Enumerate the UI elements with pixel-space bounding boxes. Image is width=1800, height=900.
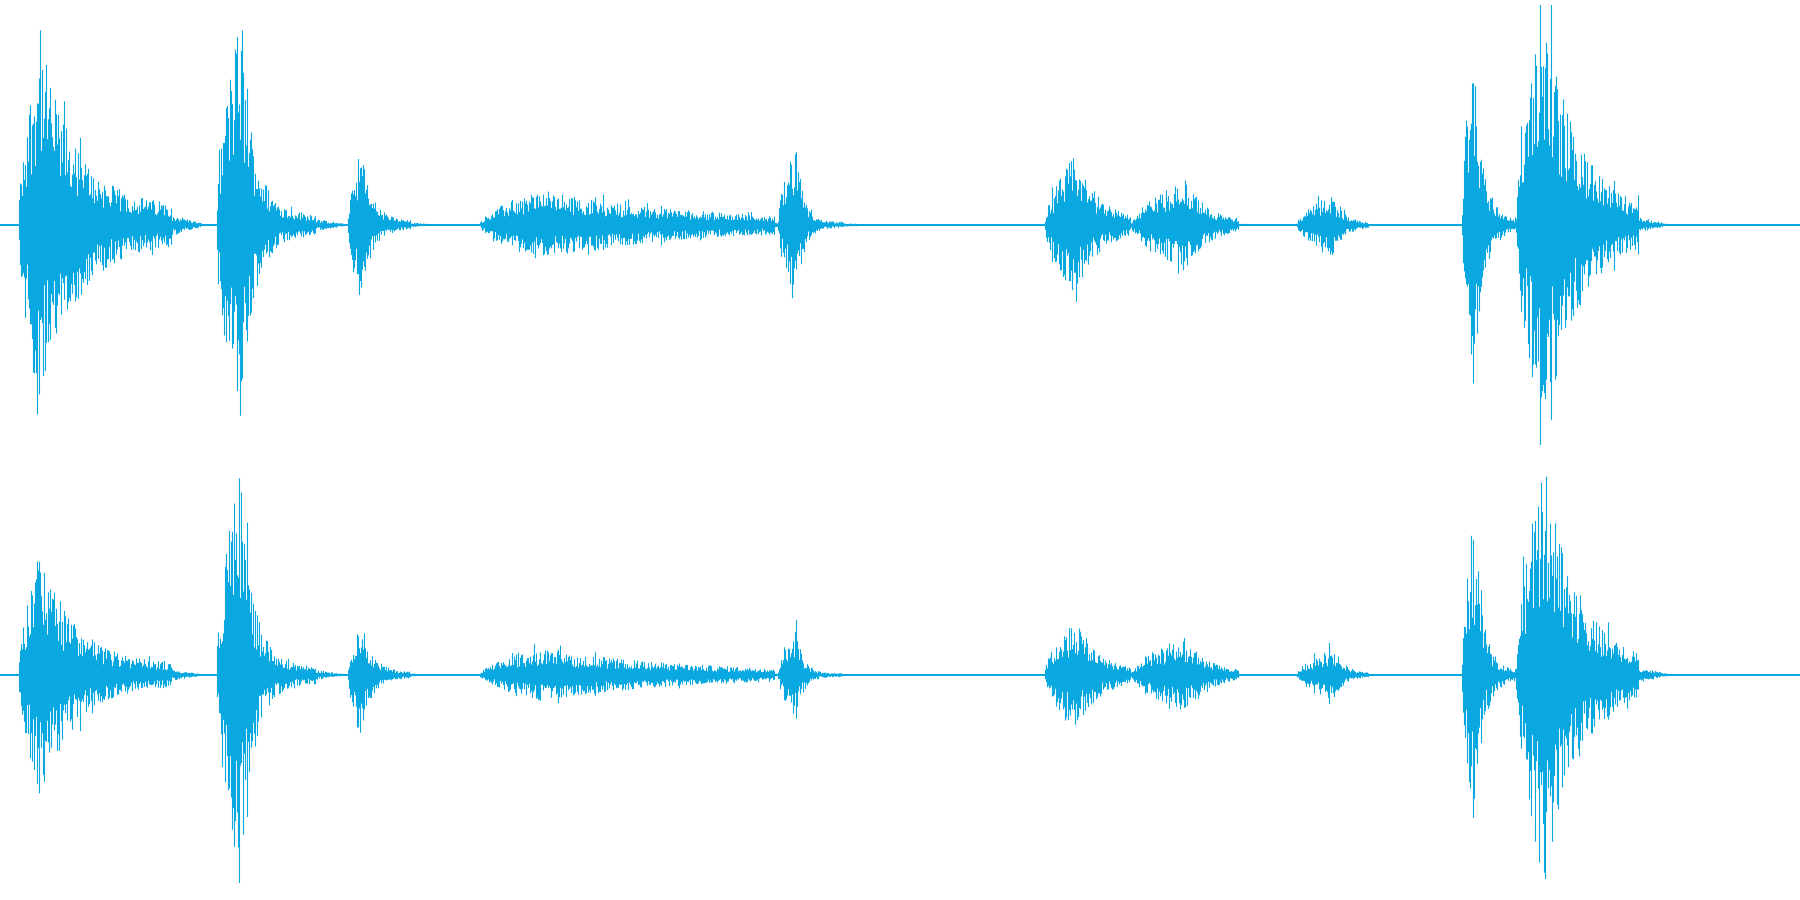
right-channel-samples: [0, 476, 1800, 883]
left-channel-samples: [0, 5, 1800, 445]
right-channel-waveform: [0, 450, 1800, 900]
right-channel-svg: [0, 476, 1800, 883]
right-channel-waveform-path: [0, 476, 1800, 883]
left-channel-waveform: [0, 5, 1800, 445]
left-channel-svg: [0, 5, 1800, 445]
left-channel-waveform-path: [0, 5, 1800, 445]
